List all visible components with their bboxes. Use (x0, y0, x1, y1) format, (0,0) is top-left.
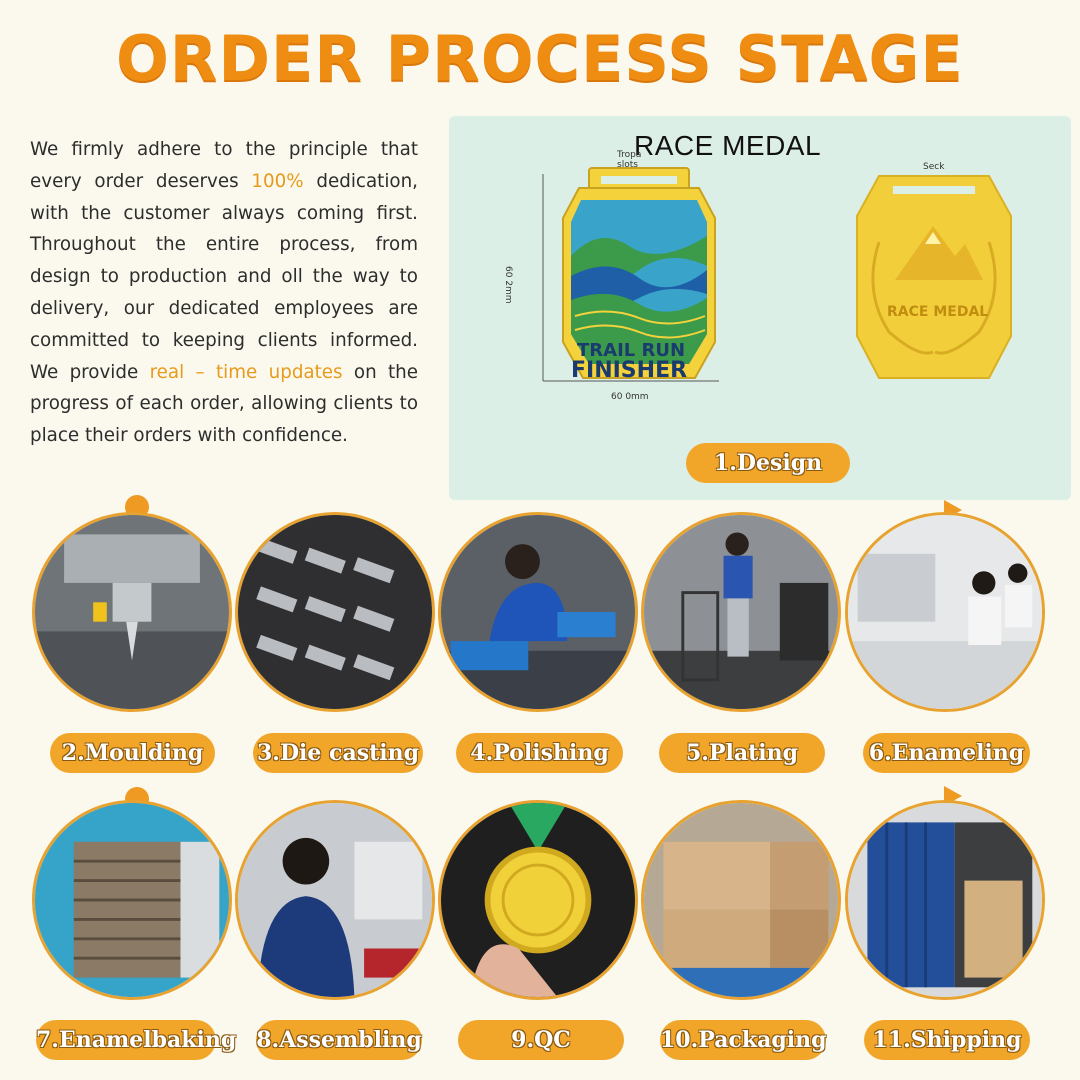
step-image-moulding (32, 512, 232, 712)
step-image-plating (641, 512, 841, 712)
step-image-qc (438, 800, 638, 1000)
intro-text-3: on the progress of each order, allowing … (30, 361, 418, 447)
shipping-container-icon (848, 803, 1042, 997)
baking-oven-icon (35, 803, 229, 997)
side-dimension: 60 2mm (503, 266, 513, 304)
step-image-polishing (438, 512, 638, 712)
step-image-enameling (845, 512, 1045, 712)
page-title: ORDER PROCESS STAGE (116, 22, 964, 95)
step-image-shipping (845, 800, 1045, 1000)
front-medal-text-1: TRAIL RUN (577, 340, 686, 361)
step-label-plating: 5.Plating (659, 733, 825, 773)
design-panel: RACE MEDAL Tropa slots Seck 60 2mm 60 0m… (449, 116, 1071, 500)
carton-boxes-icon (644, 803, 838, 997)
design-panel-title: RACE MEDAL (634, 130, 822, 161)
intro-highlight-realtime: real – time updates (149, 361, 343, 383)
medal-back-icon (856, 175, 1012, 379)
back-medal-text: RACE MEDAL (887, 304, 989, 320)
polishing-worker-icon (441, 515, 635, 709)
step-image-packaging (641, 800, 841, 1000)
intro-text-2: dedication, with the customer always com… (30, 170, 418, 383)
step-image-enamelbaking (32, 800, 232, 1000)
step-label-moulding: 2.Moulding (50, 733, 215, 773)
step-label-shipping: 11.Shipping (864, 1020, 1030, 1060)
cnc-milling-icon (35, 515, 229, 709)
step-image-die-casting (235, 512, 435, 712)
step-label-design: 1.Design (686, 443, 850, 483)
step-label-polishing: 4.Polishing (456, 733, 623, 773)
intro-paragraph: We firmly adhere to the principle that e… (30, 134, 418, 452)
bottom-dimension: 60 0mm (611, 392, 649, 402)
enameling-workshop-icon (848, 515, 1042, 709)
intro-highlight-100: 100% (251, 170, 304, 192)
step-label-die-casting: 3.Die casting (253, 733, 423, 773)
step-label-packaging: 10.Packaging (660, 1020, 827, 1060)
step-image-assembling (235, 800, 435, 1000)
step-label-enameling: 6.Enameling (863, 733, 1030, 773)
step-label-assembling: 8.Assembling (256, 1020, 422, 1060)
intro-text-1: We firmly adhere to the principle that e… (30, 139, 418, 192)
front-medal-text-2: FINISHER (571, 358, 688, 383)
die-cast-parts-icon (238, 515, 432, 709)
back-top-note: Seck (923, 162, 945, 172)
step-label-qc: 9.QC (458, 1020, 624, 1060)
medal-front-icon (542, 167, 719, 382)
plating-line-icon (644, 515, 838, 709)
assembling-worker-icon (238, 803, 432, 997)
front-top-note: Tropa slots (617, 150, 642, 170)
qc-medal-icon (441, 803, 635, 997)
step-label-enamelbaking: 7.Enamelbaking (36, 1020, 236, 1060)
